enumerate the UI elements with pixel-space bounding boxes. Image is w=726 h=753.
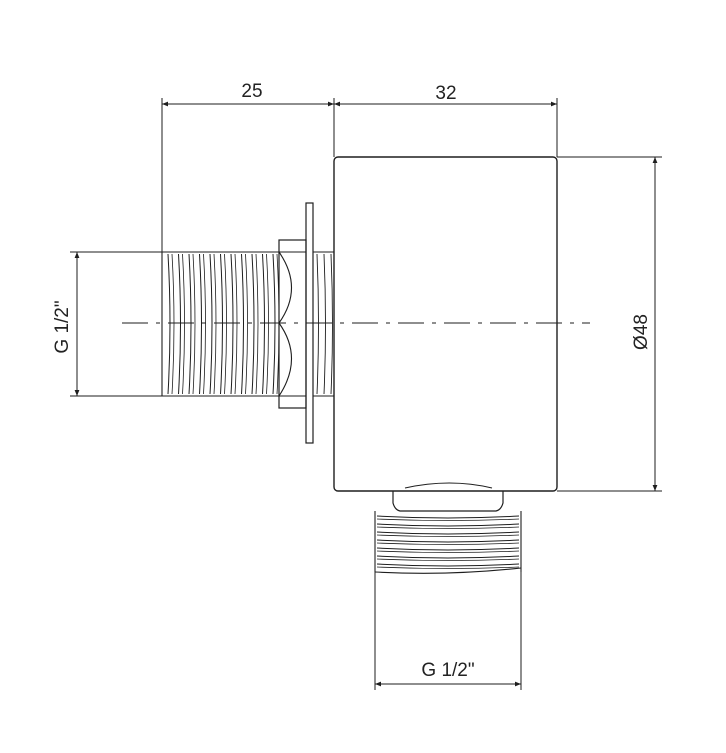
top-dimension: 25 32	[161, 81, 558, 252]
hex-nut	[278, 239, 307, 409]
fitting-body	[333, 156, 558, 492]
dim-25-label: 25	[241, 81, 262, 102]
bottom-thread-label: G 1/2"	[421, 660, 474, 681]
left-thread-label: G 1/2"	[52, 300, 73, 353]
bottom-thread	[374, 511, 522, 574]
diameter-label: Ø48	[631, 314, 652, 350]
diameter-dimension: Ø48	[557, 156, 662, 492]
left-thread-short	[313, 251, 334, 397]
left-thread	[161, 251, 280, 397]
left-thread-dimension: G 1/2"	[52, 251, 162, 397]
bottom-collar	[392, 482, 504, 512]
bottom-thread-dimension: G 1/2"	[374, 570, 522, 690]
dim-32-label: 32	[435, 83, 456, 104]
